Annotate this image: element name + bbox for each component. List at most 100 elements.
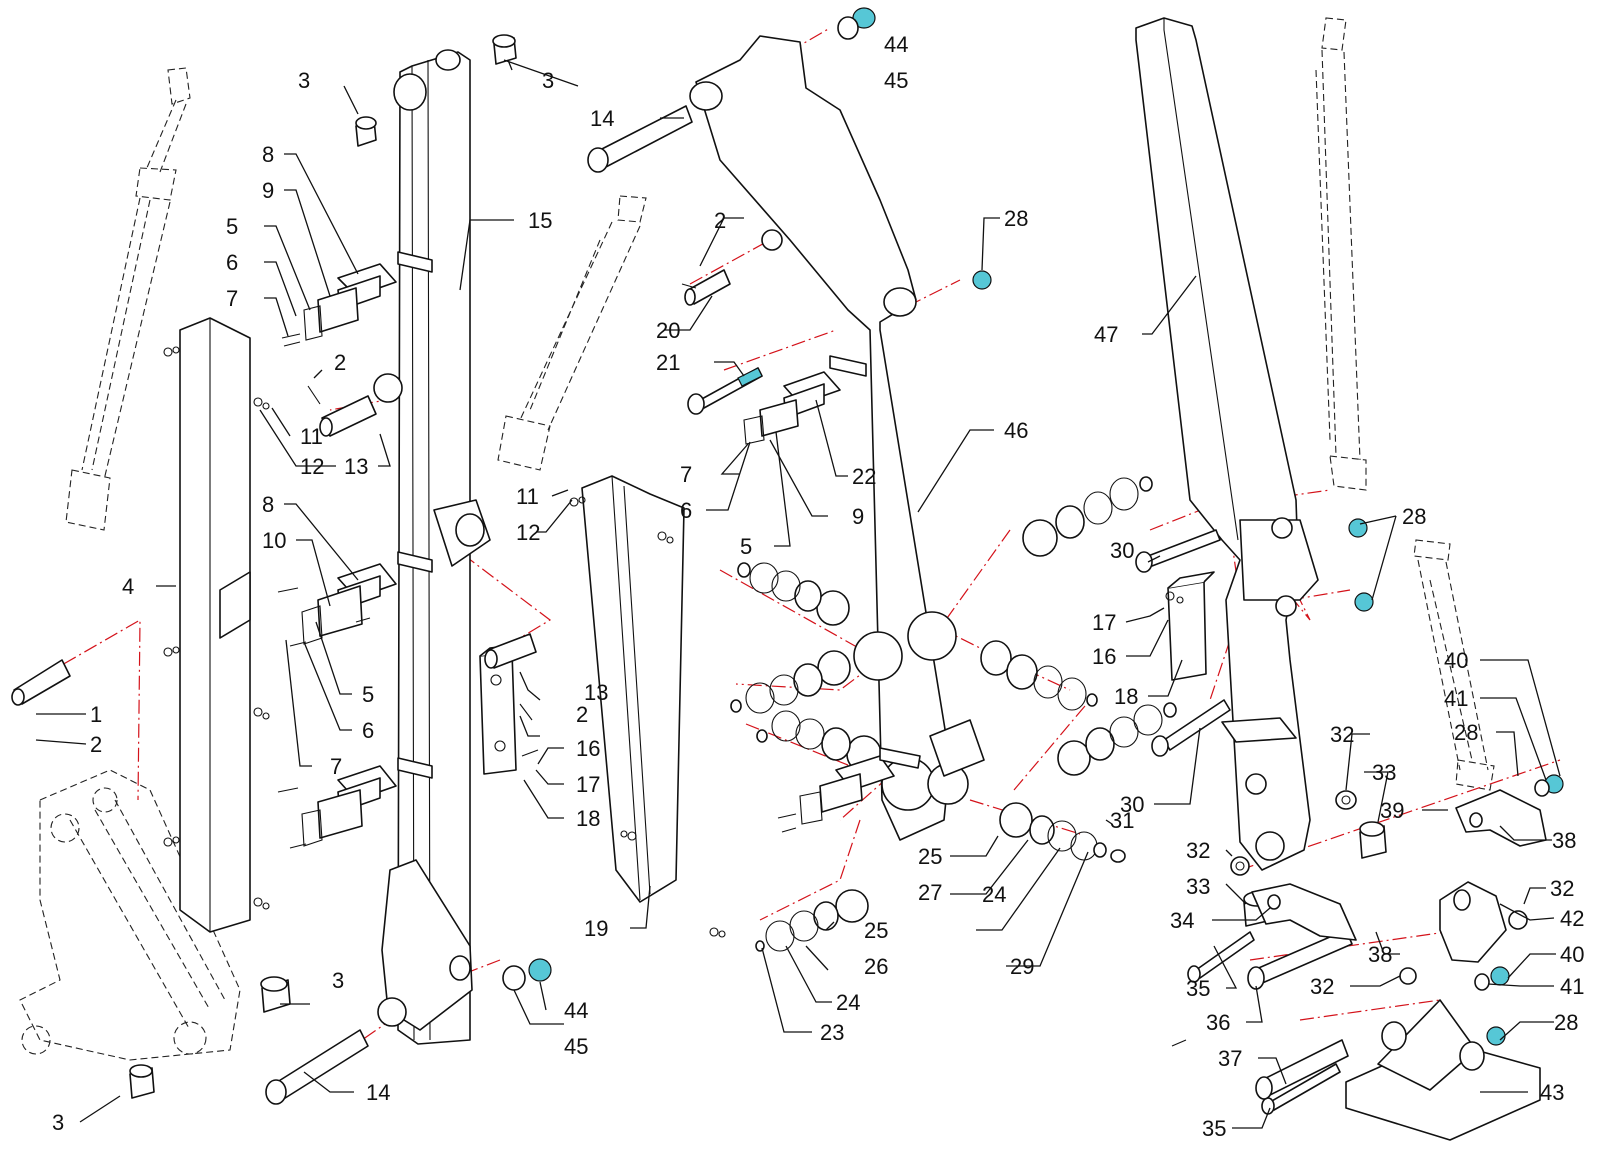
- callout-6: 6: [226, 250, 238, 275]
- callout-35: 35: [1202, 1116, 1226, 1141]
- link-39: [1455, 789, 1547, 847]
- seal-stack-lower: [755, 702, 1177, 952]
- callout-13: 13: [344, 454, 368, 479]
- guard-right-panel: [581, 475, 685, 903]
- bolt-21: [687, 367, 763, 415]
- callout-31: 31: [1110, 808, 1134, 833]
- link-42: [1439, 881, 1507, 963]
- callout-29: 29: [1010, 954, 1034, 979]
- callout-5: 5: [740, 534, 752, 559]
- callout-7: 7: [330, 754, 342, 779]
- bushing-32-b: [1230, 856, 1250, 876]
- pin-13-upper: [319, 395, 377, 437]
- callout-18: 18: [576, 806, 600, 831]
- arm-right-weldment: [1135, 17, 1319, 871]
- washer-45-lower: [502, 965, 526, 991]
- callout-11: 11: [300, 424, 323, 449]
- callout-25: 25: [918, 844, 942, 869]
- callout-16: 16: [576, 736, 600, 761]
- callout-19: 19: [584, 916, 608, 941]
- clamp-assembly-lower-left: [277, 765, 397, 849]
- callout-47: 47: [1094, 322, 1118, 347]
- seal-stack-middle: [730, 640, 1098, 714]
- callout-3: 3: [332, 968, 344, 993]
- bushing-3-d: [129, 1064, 155, 1099]
- callout-12: 12: [300, 454, 324, 479]
- callout-42: 42: [1560, 906, 1584, 931]
- washer-41-top: [1534, 779, 1550, 797]
- ghost-cylinder-left: [65, 67, 191, 531]
- callout-30: 30: [1120, 792, 1144, 817]
- callout-2: 2: [576, 702, 588, 727]
- nut-28-c: [1354, 592, 1374, 612]
- bushing-3-c: [260, 976, 291, 1013]
- callout-40: 40: [1560, 942, 1584, 967]
- arm-side-plates: [397, 251, 1297, 779]
- pin-14-lower: [265, 1029, 369, 1105]
- callout-26: 26: [864, 954, 888, 979]
- callout-13: 13: [584, 680, 608, 705]
- callout-11: 11: [516, 484, 539, 509]
- leader-lines: [35, 59, 1561, 1129]
- pin-20: [684, 269, 731, 306]
- callout-41: 41: [1560, 974, 1584, 999]
- callout-24: 24: [982, 882, 1006, 907]
- pin-37: [1255, 1039, 1349, 1100]
- bushing-3-a: [355, 116, 377, 147]
- clamp-assembly-upper-left: [281, 263, 397, 347]
- callout-37: 37: [1218, 1046, 1242, 1071]
- bushing-3-b: [492, 34, 517, 65]
- callout-8: 8: [262, 142, 274, 167]
- nut-28-b: [1348, 518, 1368, 538]
- callout-45: 45: [564, 1034, 588, 1059]
- callout-28: 28: [1402, 504, 1426, 529]
- callout-34: 34: [1170, 908, 1194, 933]
- callout-4: 4: [122, 574, 134, 599]
- callout-43: 43: [1540, 1080, 1564, 1105]
- clamp-assembly-middle-left: [277, 563, 397, 647]
- callout-32: 32: [1186, 838, 1210, 863]
- nut-28-e: [1486, 1026, 1506, 1046]
- callout-33: 33: [1186, 874, 1210, 899]
- seal-stack-upper: [737, 476, 1153, 626]
- callout-16: 16: [1092, 644, 1116, 669]
- callout-44: 44: [884, 32, 908, 57]
- callout-27: 27: [918, 880, 942, 905]
- guard-left-panel: [179, 317, 251, 933]
- callout-39: 39: [1380, 798, 1404, 823]
- callout-28: 28: [1004, 206, 1028, 231]
- bolt-30-upper: [1135, 529, 1221, 573]
- boom-main-weldment: [689, 35, 985, 841]
- washer-41: [1474, 973, 1490, 991]
- callout-14: 14: [590, 106, 614, 131]
- callout-30: 30: [1110, 538, 1134, 563]
- callout-14: 14: [366, 1080, 390, 1105]
- callout-8: 8: [262, 492, 274, 517]
- callout-38: 38: [1368, 942, 1392, 967]
- callout-20: 20: [656, 318, 680, 343]
- callout-40: 40: [1444, 648, 1468, 673]
- callout-28: 28: [1454, 720, 1478, 745]
- callout-6: 6: [362, 718, 374, 743]
- callout-2: 2: [334, 350, 346, 375]
- callout-5: 5: [362, 682, 374, 707]
- callout-7: 7: [226, 286, 238, 311]
- pin-36: [1247, 929, 1353, 990]
- bolt-35-lower: [1261, 1063, 1341, 1115]
- callout-2: 2: [90, 732, 102, 757]
- callout-9: 9: [262, 178, 274, 203]
- callout-33: 33: [1372, 760, 1396, 785]
- callout-32: 32: [1330, 722, 1354, 747]
- callout-21: 21: [656, 350, 680, 375]
- nut-28-a: [972, 270, 992, 290]
- callout-22: 22: [852, 464, 876, 489]
- pin-14-upper: [587, 105, 693, 173]
- callout-10: 10: [262, 528, 286, 553]
- clamp-assembly-boom-upper: [743, 371, 841, 445]
- ghost-cylinder-right-top: [1315, 17, 1367, 491]
- nut-44-lower: [528, 958, 552, 982]
- callout-46: 46: [1004, 418, 1028, 443]
- pin-1: [11, 659, 71, 706]
- callout-3: 3: [52, 1110, 64, 1135]
